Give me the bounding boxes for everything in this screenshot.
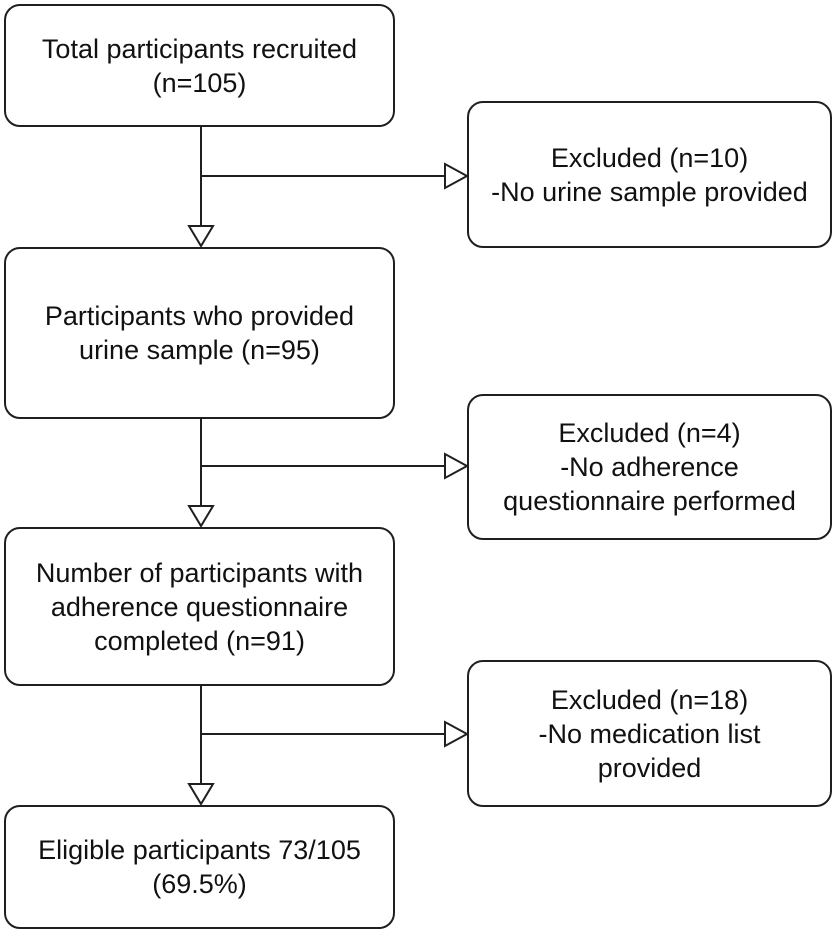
exclusion-text: questionnaire performed — [503, 486, 796, 516]
step-text: Total participants recruited — [41, 33, 358, 64]
arrowhead-exclusion3 — [444, 720, 470, 748]
exclusion-text: Excluded (n=18) — [550, 684, 749, 715]
step-text: adherence questionnaire — [50, 591, 349, 622]
step-box-questionnaire: Number of participants with adherence qu… — [4, 527, 395, 686]
step-box-eligible: Eligible participants 73/105 (69.5%) — [4, 805, 395, 929]
step-box-recruited: Total participants recruited (n=105) — [4, 4, 395, 127]
arrowhead-step4 — [187, 783, 215, 806]
arrowhead-exclusion1 — [444, 162, 470, 190]
step-text: completed (n=91) — [94, 625, 305, 656]
step-box-urine-sample: Participants who provided urine sample (… — [4, 247, 395, 419]
arrowhead-step3 — [187, 505, 215, 528]
exclusion-text: provided — [597, 752, 702, 783]
arrowhead-exclusion2 — [444, 452, 470, 480]
exclusion-box-questionnaire: Excluded (n=4) -No adherence questionnai… — [467, 394, 832, 540]
exclusion-text: Excluded (n=4) — [558, 418, 741, 448]
step-text: (n=105) — [152, 67, 247, 98]
exclusion-text: Excluded (n=10) — [550, 142, 749, 173]
step-text: urine sample (n=95) — [79, 335, 320, 365]
exclusion-text: -No adherence — [560, 452, 739, 482]
step-text: Number of participants with — [35, 557, 364, 588]
step-text: (69.5%) — [152, 869, 247, 899]
step-text: Eligible participants 73/105 — [38, 835, 361, 865]
exclusion-box-urine: Excluded (n=10) -No urine sample provide… — [467, 101, 832, 248]
step-text: Participants who provided — [44, 301, 355, 331]
exclusion-text: -No medication list — [538, 718, 761, 749]
exclusion-text: -No urine sample provided — [491, 176, 808, 207]
arrowhead-step2 — [187, 225, 215, 248]
exclusion-box-medication: Excluded (n=18) -No medication list prov… — [467, 660, 832, 807]
